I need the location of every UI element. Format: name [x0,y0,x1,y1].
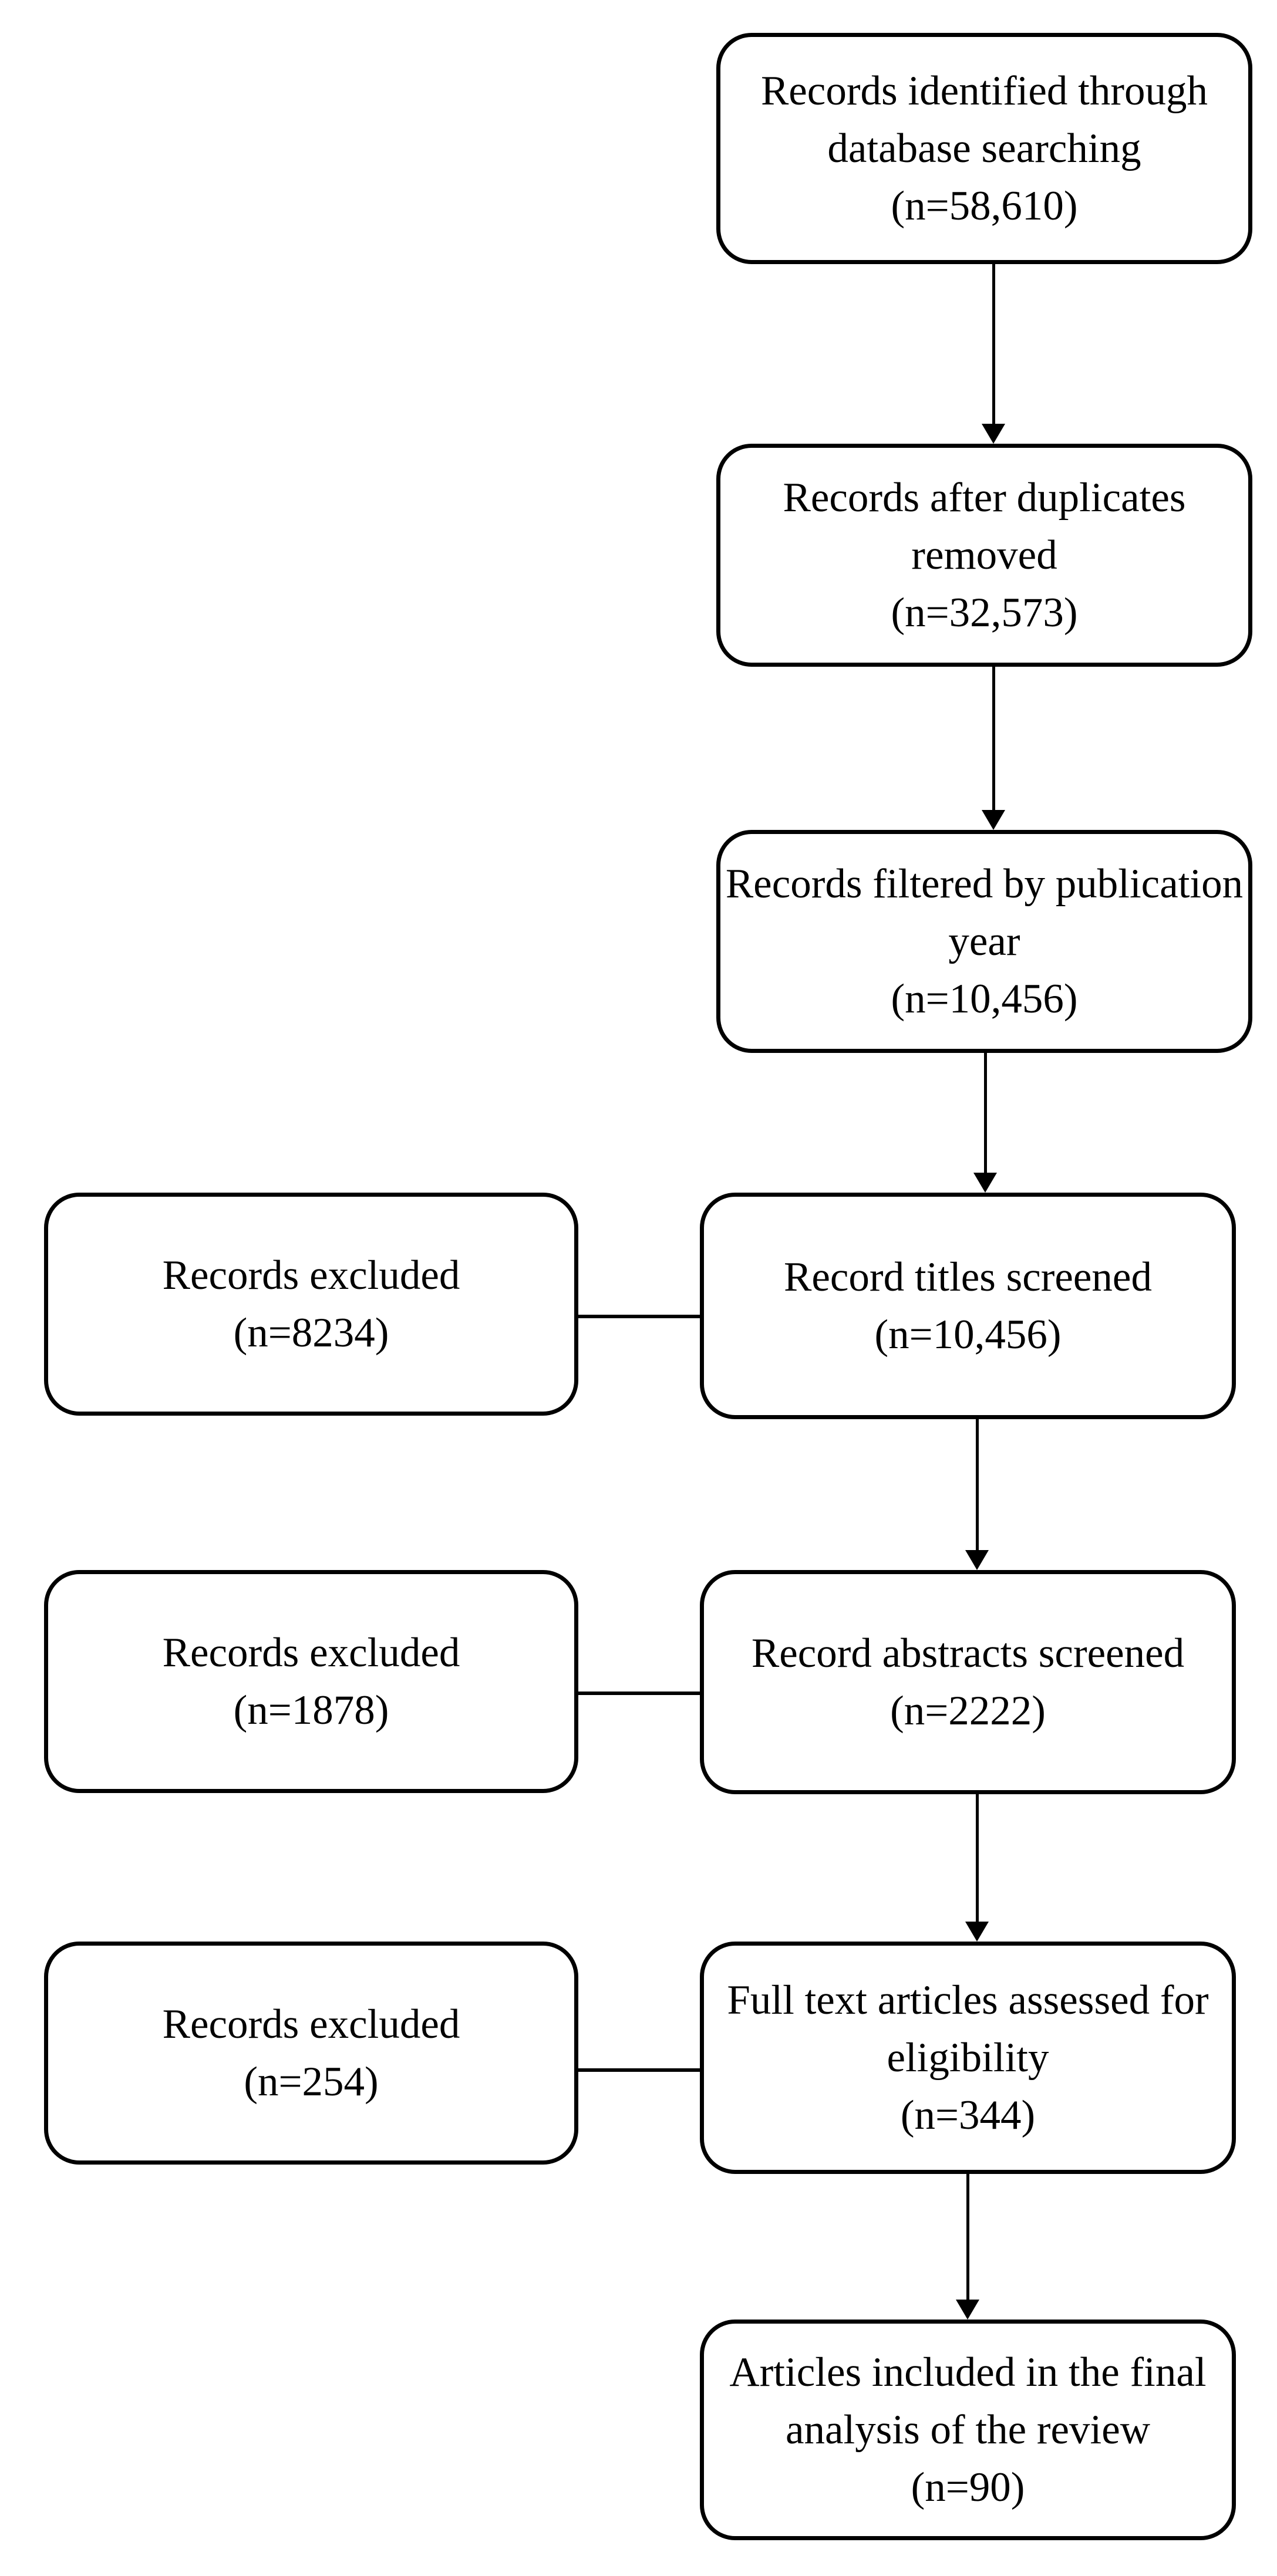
count-line: (n=1878) [233,1687,389,1733]
arrowhead-down-icon [965,1922,989,1942]
arrowhead-down-icon [982,424,1005,444]
down-arrow-4 [965,1419,989,1570]
count-line: (n=32,573) [891,590,1078,636]
text-line: Articles included in the final [729,2349,1207,2395]
count-line: (n=8234) [233,1310,389,1356]
text-line: Records identified through [760,68,1208,114]
flow-box-excluded-at-fulltext: Records excluded (n=254) [44,1942,578,2165]
text-line: year [948,919,1020,964]
connector-line-abstracts [577,1692,701,1695]
arrow-shaft [975,1794,979,1923]
connector-line-titles [577,1315,701,1318]
count-line: (n=10,456) [874,1312,1062,1358]
flow-box-excluded-at-abstract: Records excluded (n=1878) [44,1570,578,1793]
flow-box-titles-screened: Record titles screened (n=10,456) [700,1193,1236,1419]
text-line: Record titles screened [784,1254,1152,1300]
flow-box-excluded-at-title: Records excluded (n=8234) [44,1193,578,1416]
arrow-shaft [975,1419,979,1551]
arrow-shaft [966,2174,969,2301]
flow-box-abstracts-screened: Record abstracts screened (n=2222) [700,1570,1236,1794]
text-line: database searching [827,126,1141,171]
arrowhead-down-icon [956,2300,979,2320]
down-arrow-6 [956,2174,979,2320]
arrowhead-down-icon [982,810,1005,830]
text-line: removed [911,532,1057,578]
text-line: Records filtered by publication [725,861,1244,907]
connector-line-fulltext [577,2068,701,2072]
text-line: eligibility [887,2035,1049,2081]
count-line: (n=10,456) [891,976,1078,1022]
text-line: Full text articles assessed for [727,1977,1209,2023]
text-line: analysis of the review [785,2407,1151,2453]
count-line: (n=344) [900,2092,1036,2138]
count-line: (n=2222) [890,1688,1046,1734]
arrow-shaft [992,264,995,425]
down-arrow-2 [982,667,1005,830]
arrow-shaft [983,1053,987,1174]
arrow-shaft [992,667,995,811]
text-line: Record abstracts screened [751,1630,1185,1676]
flow-box-filtered-by-year: Records filtered by publication year (n=… [716,830,1252,1053]
count-line: (n=254) [244,2059,379,2105]
text-line: Records excluded [162,1630,460,1676]
flow-box-records-identified: Records identified through database sear… [716,33,1252,264]
down-arrow-5 [965,1794,989,1942]
text-line: Records after duplicates [783,475,1186,521]
flow-box-fulltext-assessed: Full text articles assessed for eligibil… [700,1942,1236,2174]
down-arrow-1 [982,264,1005,444]
arrowhead-down-icon [965,1550,989,1570]
count-line: (n=90) [911,2464,1025,2510]
text-line: Records excluded [162,1252,460,1298]
arrowhead-down-icon [973,1173,997,1193]
flow-box-included-final: Articles included in the final analysis … [700,2320,1236,2540]
flow-box-duplicates-removed: Records after duplicates removed (n=32,5… [716,444,1252,667]
count-line: (n=58,610) [891,183,1078,229]
text-line: Records excluded [162,2001,460,2047]
down-arrow-3 [973,1053,997,1193]
